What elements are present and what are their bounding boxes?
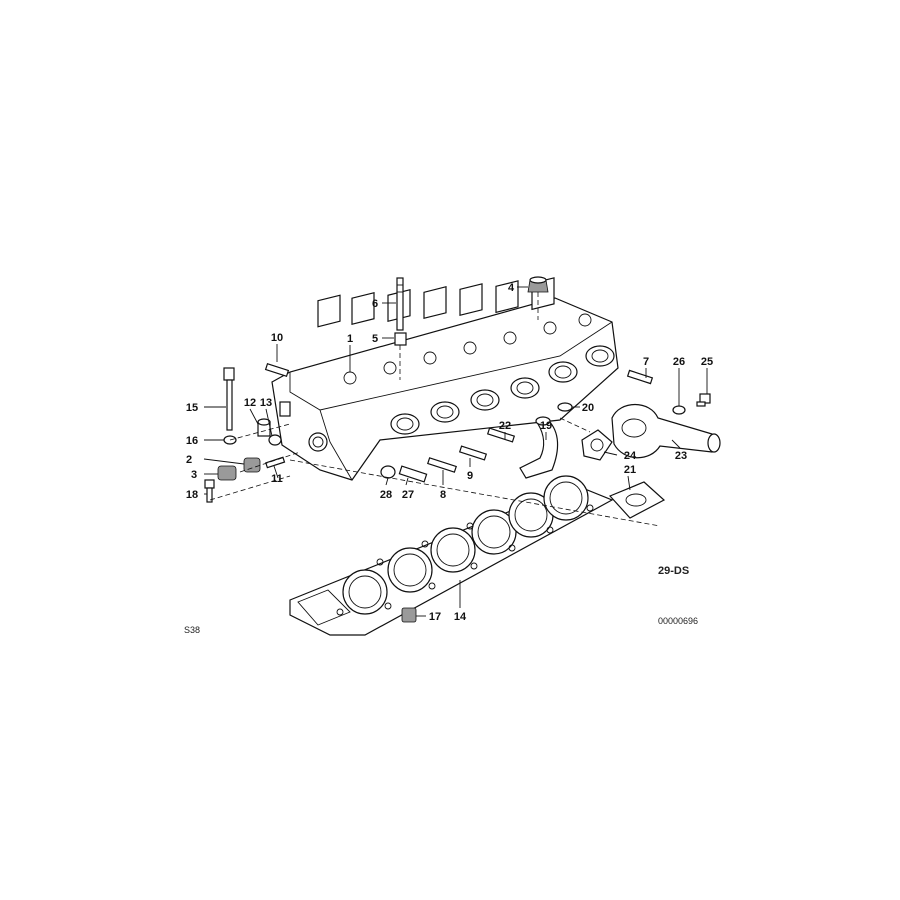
callout-4: 4 [508,282,515,294]
nut-4 [527,276,549,293]
callout-5: 5 [372,333,378,345]
callout-27: 27 [402,489,414,501]
callout-23: 23 [675,450,687,462]
ring-20 [557,402,573,412]
callout-26: 26 [673,356,685,368]
sheet-code: S38 [184,625,200,635]
callout-1: 1 [347,333,353,345]
callout-17: 17 [429,611,441,623]
plug-12 [257,418,271,437]
bolt-25 [696,393,711,407]
group-code: 29-DS [658,565,689,577]
stud-8 [427,457,457,473]
front-seal-bore [308,432,328,452]
callout-15: 15 [186,402,198,414]
cam-bearing-towers [317,277,555,328]
callout-18: 18 [186,489,198,501]
pipe-19 [519,416,559,479]
stud-10 [264,362,290,378]
stud-6 [396,277,404,331]
head-gasket [289,475,614,636]
callout-13: 13 [260,397,272,409]
callout-28: 28 [380,489,392,501]
callout-25: 25 [701,356,713,368]
callout-7: 7 [643,356,649,368]
valve-springs [343,313,592,385]
sleeve-5 [394,332,407,346]
stud-7 [626,369,654,385]
callout-24: 24 [624,450,637,462]
callout-21: 21 [624,464,636,476]
image-number: 00000696 [658,616,698,626]
callout-8: 8 [440,489,446,501]
stud-11 [265,456,286,469]
callout-19: 19 [540,420,552,432]
callout-14: 14 [454,611,467,623]
callout-12: 12 [244,397,256,409]
plug-13 [279,401,291,417]
plug-2 [243,457,261,473]
callout-11: 11 [271,473,283,485]
bolt-15 [223,367,235,431]
callout-9: 9 [467,470,473,482]
callout-3: 3 [191,469,197,481]
stud-9 [458,445,488,461]
callout-2: 2 [186,454,192,466]
callout-20: 20 [582,402,594,414]
ring-28 [380,465,396,479]
washer-26 [672,405,686,415]
callout-6: 6 [372,298,378,310]
gasket-24 [581,429,613,461]
housing-23 [611,404,721,459]
exhaust-ports [390,345,615,435]
plug-27 [398,465,428,483]
sleeve-17 [401,607,417,623]
gasket-21 [608,481,666,519]
callout-22: 22 [499,420,511,432]
bolt-22 [486,427,516,443]
callout-labels: 1 2 3 4 5 6 7 8 9 10 11 12 13 14 15 16 1… [186,282,713,623]
cap-3 [217,465,237,481]
ring-13 [268,434,282,446]
assembly-lines [209,292,661,527]
cylinder-head [271,277,619,481]
leader-lines [203,286,708,617]
callout-16: 16 [186,435,198,447]
callout-10: 10 [271,332,283,344]
bolt-18 [204,479,215,503]
